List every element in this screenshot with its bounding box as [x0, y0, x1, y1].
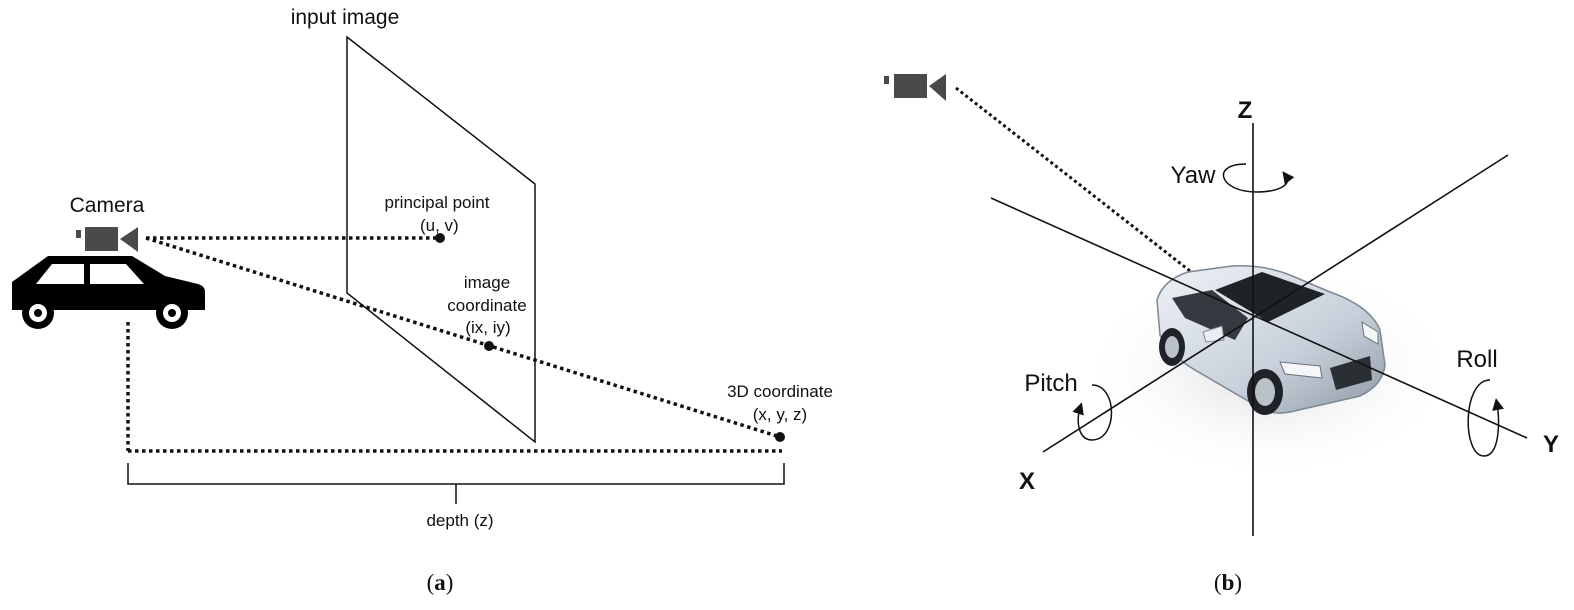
input-image-label: input image	[291, 6, 400, 29]
camera-view-ray	[955, 86, 1223, 298]
caption-b: (b)	[1214, 570, 1242, 595]
caption-b-close: )	[1234, 570, 1242, 595]
image-coordinate-label-2: coordinate	[447, 296, 526, 315]
image-coordinate-coords: (ix, iy)	[465, 318, 510, 337]
image-coordinate-dot	[484, 341, 494, 351]
panel-a: input image Camera	[12, 6, 833, 595]
caption-a-open: (	[427, 570, 435, 595]
world-coordinate-dot	[775, 432, 785, 442]
principal-point-dot	[435, 233, 445, 243]
image-coordinate-label-1: image	[464, 273, 510, 292]
car-icon	[12, 256, 205, 329]
roll-rotation-arrow	[1467, 379, 1505, 457]
camera-icon-b	[884, 74, 946, 101]
camera-label: Camera	[70, 194, 145, 217]
yaw-rotation-arrow	[1222, 163, 1295, 193]
caption-a-close: )	[446, 570, 454, 595]
axis-y-line	[990, 197, 1528, 439]
axis-y-label: Y	[1543, 431, 1559, 458]
pitch-rotation-arrow	[1072, 384, 1113, 441]
depth-label: depth (z)	[426, 511, 493, 530]
pitch-label: Pitch	[1024, 370, 1077, 397]
camera-icon	[76, 227, 138, 252]
world-coordinate-coords: (x, y, z)	[753, 405, 807, 424]
yaw-label: Yaw	[1171, 162, 1217, 189]
principal-point-coords: (u, v)	[420, 216, 459, 235]
depth-bracket	[127, 463, 785, 504]
world-coordinate-label: 3D coordinate	[727, 382, 833, 401]
image-plane	[346, 35, 536, 444]
caption-a-letter: a	[434, 570, 446, 595]
roll-label: Roll	[1456, 346, 1497, 373]
caption-b-letter: b	[1222, 570, 1235, 595]
axis-x-line	[1042, 154, 1509, 453]
axis-z-label: Z	[1238, 97, 1253, 124]
axis-x-label: X	[1019, 468, 1035, 495]
caption-b-open: (	[1214, 570, 1222, 595]
ray-3d-point	[145, 236, 781, 439]
principal-point-label: principal point	[385, 193, 490, 212]
caption-a: (a)	[427, 570, 454, 595]
panel-b: Z X Y Yaw Pitch Roll (b)	[884, 74, 1559, 595]
